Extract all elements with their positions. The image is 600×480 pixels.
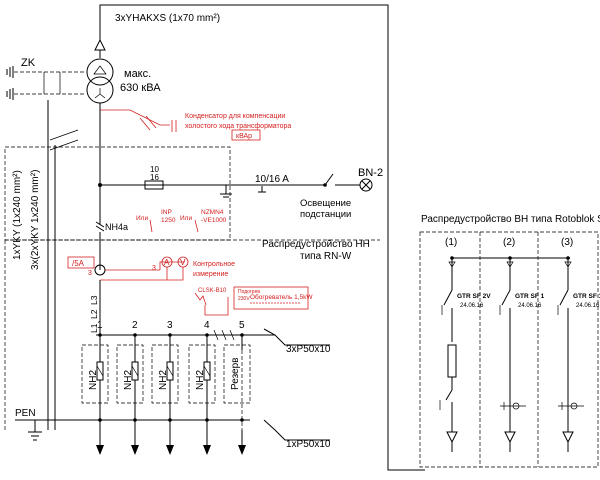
output-label: NH2 [123,370,134,390]
mv-cell-3: (3) GTR SF 1 24.06.16 [557,237,600,452]
cable-vertical-1: 1xYKY (1x240 mm²) [12,170,23,260]
output-number: 5 [239,320,245,331]
cable-termination-icon [504,431,516,444]
ct-number: 3 [88,270,92,277]
cable-termination-icon [562,431,574,444]
lighting-branch: 10 16 10/16 A BN-2 Освещение подстанции [98,165,383,220]
inp-number: 1250 [161,217,176,224]
mv-cell-label: GTR SF 1 [515,293,545,300]
heater-label: Обогреватель 1,5kW [250,293,313,301]
arrow-down-icon [203,445,211,455]
mv-switchgear: Распредустройство ВН типа Rotoblok SF (1… [419,214,600,468]
output-label: NH2 [195,370,206,390]
earth-zk-label: ZK [21,57,36,69]
capacitor-value: кВАр [236,133,252,140]
lamp-icon [359,178,373,192]
mv-cell-number: (1) [445,237,457,248]
cl-label: CLSK-B10 [198,288,227,294]
output-box [188,344,216,404]
output-number: 4 [204,320,210,331]
voltmeter-icon: V [180,258,186,267]
lighting-fuse-top: 10 [150,165,159,174]
lighting-fuse-bottom: 16 [150,173,159,182]
inp-label: INP [161,209,172,216]
lv-boundary-lower [4,239,380,430]
nzmn-label: NZMN4 [201,209,224,216]
main-switch-label: NH4a [105,222,128,232]
output-number: 2 [132,320,138,331]
lighting-caption-1: Освещение [300,198,351,209]
output-number: 1 [97,320,103,331]
phase-label-l3: L3 [89,295,99,305]
or-label-1: Или [136,215,148,222]
output-number: 3 [167,320,173,331]
cable-termination-icon [446,431,458,444]
output-box [223,344,251,404]
cable-vertical-2: 3x(2xYKY 1x240 mm²) [30,170,41,270]
output-box [151,344,179,404]
mv-cell-1: (1) GTR SF 2V 24.06.16 [439,237,491,452]
busbar-section: L1 L2 L3 3xP50x10 PEN 1xP50x10 [15,280,331,450]
heater-voltage: 230V [238,296,250,302]
arrow-down-icon [131,445,139,455]
output-label: NH2 [88,370,99,390]
lighting-breaker-label: 10/16 A [255,174,289,185]
mv-fuse-icon [447,344,457,378]
capacitor-label-2: холостого хода трансформатора [185,123,291,130]
busbar-label: 3xP50x10 [286,344,331,355]
nzmn-model: -VE1000 [201,217,227,224]
supply-section: 3xYHAKXS (1x70 mm²) макс. 630 кВА ZK Кон… [4,4,425,471]
main-switch-section: NH4a Или INP 1250 Или NZMN4 -VE1000 Расп… [4,209,380,430]
transformer-label-2: 630 кВА [120,82,161,94]
phase-label-l1: L1 [89,323,99,333]
lamp-label: BN-2 [358,167,383,179]
mv-cell-label: GTR SF 2V [457,293,491,300]
mv-cell-date: 24.06.16 [518,303,542,309]
arrow-down-icon [96,445,104,455]
mv-cell-number: (2) [503,237,515,248]
output-box [81,344,109,404]
cable-top-label: 3xYHAKXS (1x70 mm²) [115,13,220,24]
transformer-label-1: макс. [124,68,151,80]
heater-top-label: Подогрев [238,289,260,295]
mv-cell-number: (3) [561,237,573,248]
transformer-hv-winding [86,58,114,86]
pen-busbar-label: 1xP50x10 [286,439,331,450]
or-label-2: Или [180,215,192,222]
mv-boundary [419,231,599,468]
mv-cell-label: GTR SF 1 [573,293,600,300]
measure-label-1: Контрольное [193,261,235,268]
lighting-caption-2: подстанции [300,209,351,220]
lv-title-2: типа RN-W [300,251,352,262]
arrow-down-icon [238,445,246,455]
mv-title: Распредустройство ВН типа Rotoblok SF [421,214,600,225]
pen-label: PEN [15,408,36,419]
ammeter-icon: A [164,258,170,267]
mv-cell-date: 24.06.16 [576,303,600,309]
ct-label: /5A [72,259,85,268]
lighting-fuse [144,180,164,190]
measurement-section: /5A 3 A 3 V Контрольное измерение CLSK-B… [67,256,313,316]
main-feeder [47,100,101,430]
output-label: Резерв [230,358,241,390]
arrow-down-icon [166,445,174,455]
measure-label-2: измерение [193,271,228,278]
mv-cell-2: (2) GTR SF 1 24.06.16 [499,237,545,452]
mv-cell-date: 24.06.16 [460,303,484,309]
ammeter-number: 3 [152,265,156,272]
output-box [116,344,144,404]
phase-label-l2: L2 [89,309,99,319]
lv-title-1: Распредустройство НН [262,239,370,250]
capacitor-label-1: Конденсатор для компенсации [185,113,285,120]
output-label: NH2 [158,370,169,390]
